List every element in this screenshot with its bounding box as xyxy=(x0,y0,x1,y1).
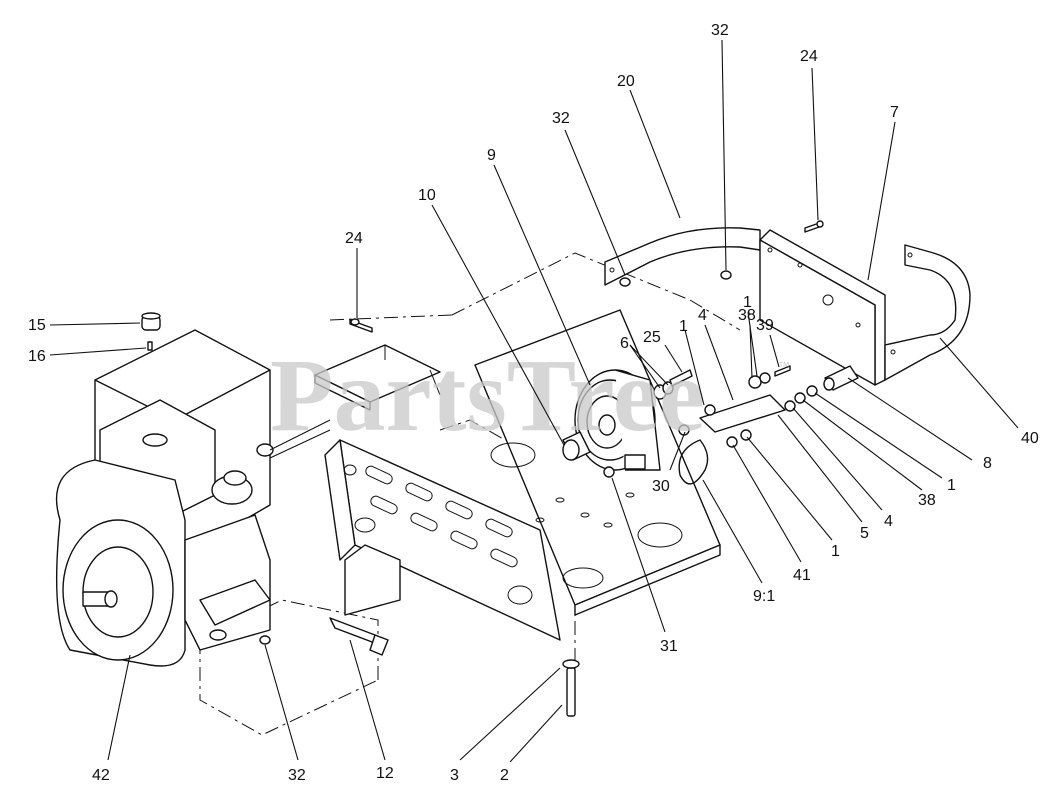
callout-3: 3 xyxy=(450,767,459,784)
callout-24-top-right: 24 xyxy=(800,48,818,65)
callout-41: 41 xyxy=(793,567,811,584)
watermark: PartsTree xyxy=(270,338,705,453)
callout-1-upper-mid: 1 xyxy=(743,294,752,311)
callout-15: 15 xyxy=(28,317,46,334)
callout-9: 9 xyxy=(487,147,496,164)
starter-cable xyxy=(329,617,389,656)
callout-20: 20 xyxy=(617,73,635,90)
callout-32-top-left: 32 xyxy=(552,110,570,127)
callout-12: 12 xyxy=(376,765,394,782)
callout-38-lower: 38 xyxy=(918,492,936,509)
rear-bumper-right xyxy=(884,244,971,381)
callout-1-upper-left: 1 xyxy=(679,318,688,335)
oil-cap xyxy=(141,312,161,351)
callout-10: 10 xyxy=(418,187,436,204)
bolts xyxy=(259,220,824,717)
callout-1-lower: 1 xyxy=(831,543,840,560)
wire-harness xyxy=(678,439,709,485)
clutch-pulley xyxy=(574,369,661,471)
callout-4-upper: 4 xyxy=(698,307,707,324)
callout-8: 8 xyxy=(983,455,992,472)
rear-bumper-left xyxy=(604,227,761,287)
idler-hardware xyxy=(603,369,818,478)
callouts: 32 24 20 32 7 9 10 24 1 38 39 4 1 25 6 1… xyxy=(28,22,1039,784)
callout-16: 16 xyxy=(28,348,46,365)
callout-6: 6 xyxy=(620,335,629,352)
callout-25: 25 xyxy=(643,329,661,346)
callout-42: 42 xyxy=(92,767,110,784)
callout-5: 5 xyxy=(860,525,869,542)
side-rail xyxy=(324,439,561,641)
callout-24-left: 24 xyxy=(345,230,363,247)
callout-30: 30 xyxy=(652,478,670,495)
callout-40: 40 xyxy=(1021,430,1039,447)
callout-32-top: 32 xyxy=(711,22,729,39)
callout-9-1: 9:1 xyxy=(753,588,775,605)
engine xyxy=(55,329,331,667)
callout-39: 39 xyxy=(756,317,774,334)
spacer xyxy=(562,431,591,461)
spacer-tube xyxy=(823,365,859,391)
callout-7: 7 xyxy=(890,104,899,121)
callout-38-upper: 38 xyxy=(738,307,756,324)
callout-1-right: 1 xyxy=(947,477,956,494)
callout-2: 2 xyxy=(500,767,509,784)
callout-4-lower: 4 xyxy=(884,513,893,530)
callout-32-bottom: 32 xyxy=(288,767,306,784)
watermark-trademark: ™ xyxy=(778,359,790,373)
leader-lines xyxy=(49,39,1019,763)
engine-mount-bracket xyxy=(314,344,441,411)
callout-31: 31 xyxy=(660,638,678,655)
